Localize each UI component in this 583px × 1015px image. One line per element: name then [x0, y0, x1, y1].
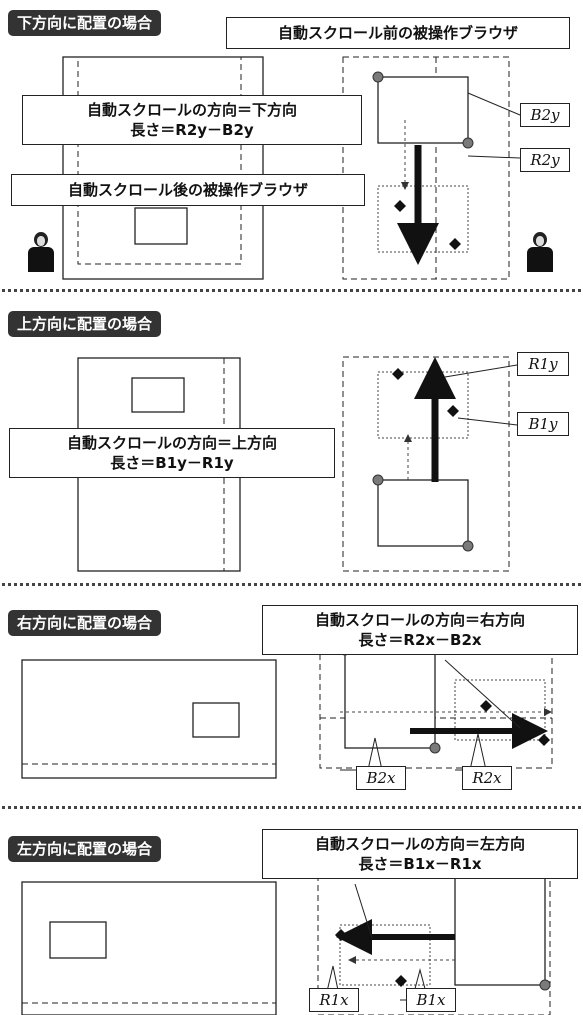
direction-line: 自動スクロールの方向＝右方向: [314, 611, 525, 629]
operated-frame: [342, 56, 510, 280]
section-separator: [2, 583, 581, 586]
label-b2x: B2x: [356, 766, 406, 790]
operator-browser: [62, 56, 264, 280]
direction-line: 自動スクロールの方向＝下方向: [86, 101, 297, 119]
section-separator: [2, 289, 581, 292]
callout-before-browser: 自動スクロール前の被操作ブラウザ: [226, 17, 570, 49]
label-b1y: B1y: [517, 412, 569, 436]
label-r2x: R2x: [462, 766, 512, 790]
operator-browser: [21, 659, 277, 779]
section-left-graphics: [21, 867, 551, 1015]
label-b2y: B2y: [520, 103, 570, 127]
label-r2y: R2y: [520, 148, 570, 172]
operator-window: [131, 377, 185, 413]
operator-window: [192, 702, 240, 738]
operator-browser: [21, 881, 277, 1015]
browser-before: [377, 76, 469, 144]
length-line: 長さ＝B1y－R1y: [110, 454, 234, 472]
operator-window: [134, 207, 188, 245]
operator-browser-inner: [77, 56, 242, 265]
label-r1x: R1x: [309, 988, 359, 1012]
callout-after-browser: 自動スクロール後の被操作ブラウザ: [11, 174, 365, 206]
section-down-graphics: [62, 56, 521, 280]
direction-line: 自動スクロールの方向＝左方向: [314, 835, 525, 853]
section-tag-right: 右方向に配置の場合: [8, 610, 162, 636]
label-r1y: R1y: [517, 352, 569, 376]
callout-direction-down: 自動スクロールの方向＝下方向 長さ＝R2y－B2y: [22, 95, 362, 145]
length-line: 長さ＝R2y－B2y: [130, 121, 254, 139]
callout-direction-up: 自動スクロールの方向＝上方向 長さ＝B1y－R1y: [9, 428, 335, 478]
operated-person-icon: [527, 232, 553, 272]
direction-line: 自動スクロールの方向＝上方向: [66, 434, 277, 452]
operator-person-icon: [28, 232, 54, 272]
browser-before: [377, 479, 469, 547]
callout-direction-right: 自動スクロールの方向＝右方向 長さ＝R2x－B2x: [262, 605, 578, 655]
section-tag-up: 上方向に配置の場合: [8, 311, 162, 337]
browser-after: [339, 924, 431, 986]
browser-before: [454, 872, 546, 986]
section-separator: [2, 806, 581, 809]
section-tag-down: 下方向に配置の場合: [8, 10, 162, 36]
length-line: 長さ＝R2x－B2x: [358, 631, 482, 649]
callout-direction-left: 自動スクロールの方向＝左方向 長さ＝B1x－R1x: [262, 829, 578, 879]
browser-after: [377, 371, 469, 439]
operator-window: [49, 921, 107, 959]
label-b1x: B1x: [406, 988, 456, 1012]
section-tag-left: 左方向に配置の場合: [8, 836, 162, 862]
length-line: 長さ＝B1x－R1x: [358, 855, 482, 873]
section-right-graphics: [21, 644, 553, 779]
